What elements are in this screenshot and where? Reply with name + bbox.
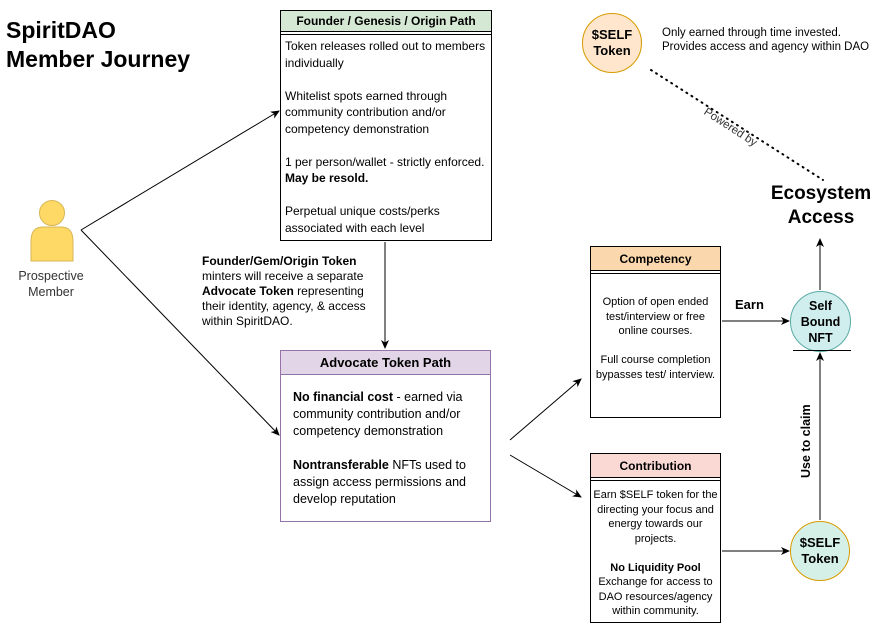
arrow-member-to-founder [80, 110, 280, 231]
competency-header: Competency [591, 247, 720, 274]
arrow-advocate-to-contribution [509, 454, 582, 498]
advocate-p2: Nontransferable NFTs used to assign acce… [293, 458, 466, 506]
advocate-p1: No financial cost - earned via community… [293, 390, 463, 438]
advocate-path-box: Advocate Token Path No financial cost - … [280, 350, 491, 522]
person-icon [30, 200, 74, 262]
founder-note: Founder/Gem/Origin Token minters will re… [202, 254, 366, 328]
founder-p2: Whitelist spots earned through community… [285, 88, 448, 136]
founder-path-box: Founder / Genesis / Origin Path Token re… [280, 10, 492, 241]
advocate-path-header: Advocate Token Path [281, 351, 490, 375]
self-token-top: $SELF Token [582, 13, 642, 73]
contribution-p2: No Liquidity Pool Exchange for access to… [598, 561, 713, 618]
dotted-powered-by-line [650, 69, 824, 181]
ecosystem-access-label: Ecosystem Access [770, 183, 872, 228]
founder-p3: 1 per person/wallet - strictly enforced.… [285, 154, 485, 186]
arrow-member-to-advocate [80, 229, 280, 436]
competency-p2: Full course completion bypasses test/ in… [595, 354, 716, 381]
competency-p1: Option of open ended test/interview or f… [602, 296, 709, 337]
competency-box: Competency Option of open ended test/int… [590, 246, 721, 418]
title-line-2: Member Journey [6, 46, 191, 72]
self-token-note: Only earned through time invested. Provi… [662, 27, 870, 53]
title-line-1: SpiritDAO [6, 17, 116, 43]
contribution-p1: Earn $SELF token for the directing your … [593, 489, 718, 545]
founder-p1: Token releases rolled out to members ind… [285, 39, 486, 70]
contribution-box: Contribution Earn $SELF token for the di… [590, 453, 721, 623]
founder-p4: Perpetual unique costs/perks associated … [285, 204, 440, 235]
contribution-header: Contribution [591, 454, 720, 481]
use-to-claim-label: Use to claim [799, 404, 813, 478]
nft-underline [793, 350, 851, 351]
founder-path-header: Founder / Genesis / Origin Path [281, 11, 491, 35]
arrow-advocate-to-competency [509, 378, 582, 441]
self-token-bottom: $SELF Token [790, 521, 850, 581]
diagram-title: SpiritDAO Member Journey [6, 16, 190, 74]
earn-label: Earn [735, 297, 764, 312]
prospective-member-label: Prospective Member [18, 269, 84, 299]
self-bound-nft: Self Bound NFT [790, 291, 851, 352]
